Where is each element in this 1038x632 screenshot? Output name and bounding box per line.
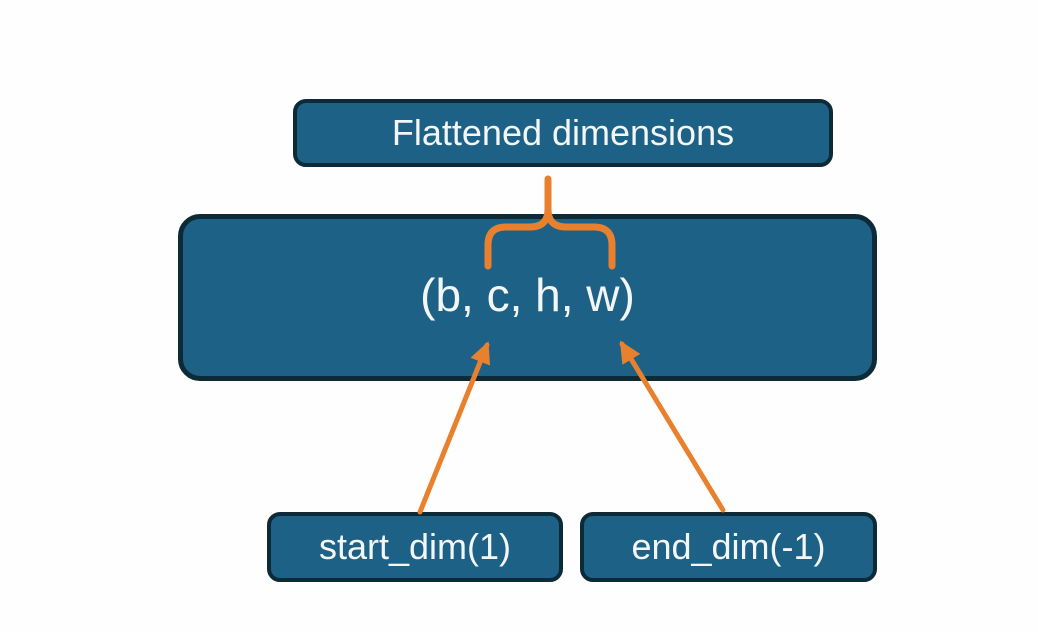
tensor-shape-box: (b, c, h, w) <box>178 214 877 381</box>
end-dim-text: end_dim(-1) <box>631 526 826 567</box>
tensor-shape-text: (b, c, h, w) <box>420 268 635 321</box>
start-dim-box: start_dim(1) <box>267 512 563 582</box>
end-dim-box: end_dim(-1) <box>580 512 877 582</box>
flattened-dimensions-text: Flattened dimensions <box>391 112 735 153</box>
start-dim-text: start_dim(1) <box>318 526 512 567</box>
flattened-dimensions-box: Flattened dimensions <box>293 99 833 167</box>
